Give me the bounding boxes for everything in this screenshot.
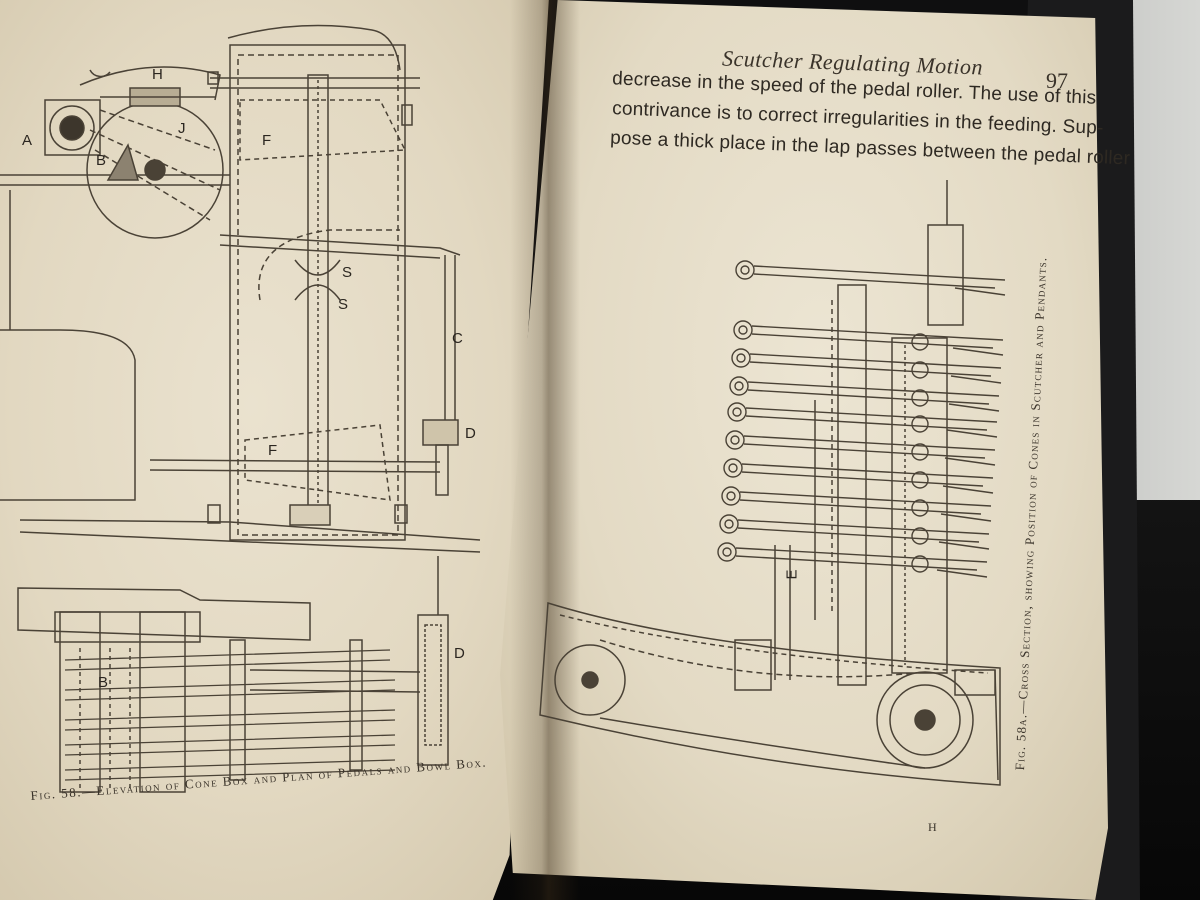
pedal-eye <box>723 458 743 478</box>
bowl-roller <box>911 389 929 407</box>
pedal-eye-hole <box>738 325 748 335</box>
figure-label-j: J <box>178 120 186 137</box>
page-number: 97 <box>1046 68 1068 93</box>
left-page <box>0 0 549 900</box>
pedal-lever <box>749 353 1002 384</box>
pedal-eye <box>719 514 739 534</box>
figure-label-s-lower: S <box>338 296 349 313</box>
pedal-eye <box>731 348 751 368</box>
pedal-eye-hole <box>736 353 746 363</box>
pedal-eye-hole <box>724 519 734 529</box>
pedal-lever <box>737 519 990 550</box>
figure-label-f-lower: F <box>268 442 278 459</box>
bowl-roller <box>911 555 929 573</box>
pedal-eye <box>725 430 745 450</box>
pedal-lever <box>751 325 1004 356</box>
pedal-levers-group <box>717 260 1006 578</box>
pedal-lever <box>753 265 1006 296</box>
bowl-roller <box>911 361 929 379</box>
pedal-lever <box>747 381 1000 412</box>
pedal-eye <box>729 376 749 396</box>
pedal-lever <box>745 407 998 438</box>
pedal-eye-hole <box>728 463 738 473</box>
bowl-roller <box>911 333 929 351</box>
pedal-lever <box>743 435 996 466</box>
bowl-roller <box>911 415 929 433</box>
pedal-eye <box>727 402 747 422</box>
figure-label-a: A <box>22 132 33 149</box>
bowl-roller <box>911 499 929 517</box>
pedal-eye-hole <box>734 381 744 391</box>
figure-label-c: C <box>452 330 463 347</box>
pedal-lever <box>739 491 992 522</box>
bowl-roller <box>911 471 929 489</box>
figure-label-h: H <box>152 66 163 83</box>
pedal-eye-hole <box>726 491 736 501</box>
signature-mark: H <box>928 820 937 834</box>
figure-label-s-upper: S <box>342 264 353 281</box>
pedal-lever <box>741 463 994 494</box>
pedal-eye-hole <box>732 407 742 417</box>
pedal-eye <box>721 486 741 506</box>
bowl-roller <box>911 443 929 461</box>
pedal-eye <box>717 542 737 562</box>
pedal-eye <box>733 320 753 340</box>
figure-label-b-lower: B <box>98 674 109 691</box>
figure-label-d-upper: D <box>465 425 476 442</box>
book-gutter <box>510 0 580 900</box>
pedal-lever <box>735 547 988 578</box>
bowl-roller <box>911 527 929 545</box>
figure-label-b: B <box>96 152 107 169</box>
pedal-eye-hole <box>730 435 740 445</box>
pedal-eye-hole <box>722 547 732 557</box>
figure-label-f-upper: F <box>262 132 272 149</box>
figure-label-e: E <box>783 569 801 580</box>
pedal-eye-hole <box>740 265 750 275</box>
figure-label-d-lower: D <box>454 645 465 662</box>
pedal-eye <box>735 260 755 280</box>
